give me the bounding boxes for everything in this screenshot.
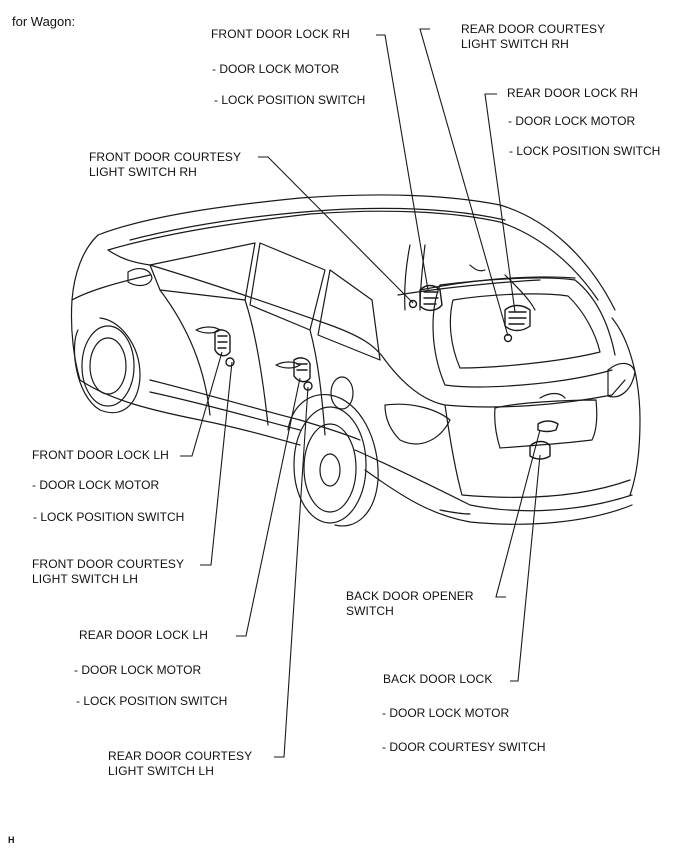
label-rear-door-lock-rh-motor: - DOOR LOCK MOTOR xyxy=(508,114,636,128)
caption: for Wagon: xyxy=(12,14,76,29)
label-rear-door-lock-lh-motor: - DOOR LOCK MOTOR xyxy=(74,663,202,677)
label-front-door-lock-lh-motor: - DOOR LOCK MOTOR xyxy=(32,478,160,492)
label-front-door-lock-rh-title: FRONT DOOR LOCK RH xyxy=(211,27,350,41)
leader-rear-door-lock-rh xyxy=(484,93,516,313)
label-front-door-lock-lh-switch: - LOCK POSITION SWITCH xyxy=(33,510,185,524)
label-back-door-opener: BACK DOOR OPENER SWITCH xyxy=(346,589,474,618)
leader-rear-door-lock-lh xyxy=(236,377,301,637)
leader-front-door-lock-rh xyxy=(376,34,429,291)
label-front-door-lock-rh-switch: - LOCK POSITION SWITCH xyxy=(214,93,366,107)
label-front-door-courtesy-lh: FRONT DOOR COURTESY LIGHT SWITCH LH xyxy=(32,557,185,586)
label-front-door-courtesy-rh: FRONT DOOR COURTESY LIGHT SWITCH RH xyxy=(89,150,242,179)
label-rear-door-lock-rh-title: REAR DOOR LOCK RH xyxy=(507,86,639,100)
label-rear-door-lock-lh-switch: - LOCK POSITION SWITCH xyxy=(76,694,228,708)
leader-rear-door-courtesy-lh xyxy=(274,386,309,758)
label-back-door-lock-motor: - DOOR LOCK MOTOR xyxy=(382,706,510,720)
label-rear-door-courtesy-rh: REAR DOOR COURTESY LIGHT SWITCH RH xyxy=(461,22,606,51)
label-back-door-lock-switch: - DOOR COURTESY SWITCH xyxy=(382,740,546,754)
leader-back-door-opener xyxy=(495,429,541,598)
label-front-door-lock-lh-title: FRONT DOOR LOCK LH xyxy=(32,448,169,462)
label-front-door-lock-rh-motor: - DOOR LOCK MOTOR xyxy=(212,62,340,76)
leader-rear-door-courtesy-rh xyxy=(419,28,509,337)
leader-front-door-courtesy-lh xyxy=(200,361,233,566)
label-back-door-lock-title: BACK DOOR LOCK xyxy=(383,672,493,686)
label-rear-door-courtesy-lh: REAR DOOR COURTESY LIGHT SWITCH LH xyxy=(108,749,253,778)
label-rear-door-lock-rh-switch: - LOCK POSITION SWITCH xyxy=(509,144,661,158)
leader-back-door-lock xyxy=(510,454,541,682)
leader-front-door-courtesy-rh xyxy=(258,156,414,304)
label-rear-door-lock-lh-title: REAR DOOR LOCK LH xyxy=(79,628,209,642)
figure-id: H xyxy=(8,835,15,845)
leader-front-door-lock-lh xyxy=(180,351,223,457)
